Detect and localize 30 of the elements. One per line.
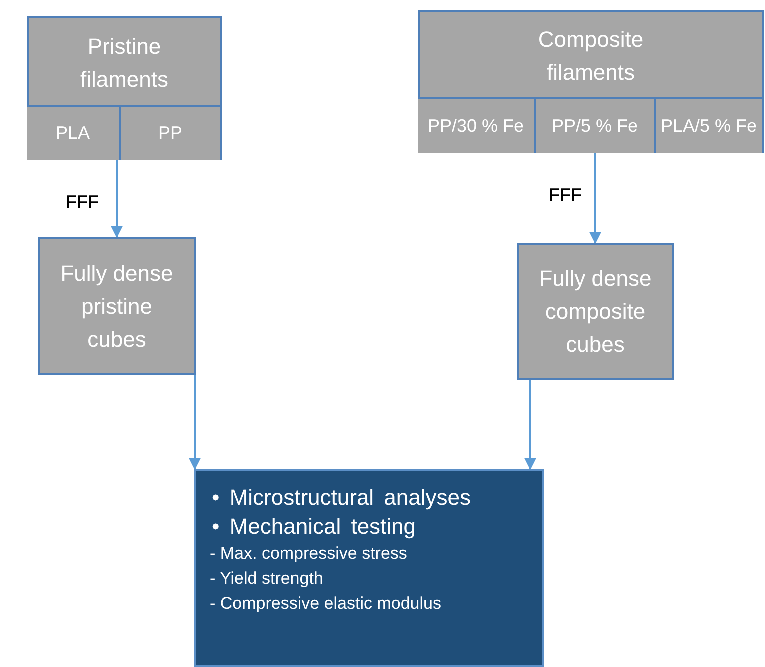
- cell-text: PP/5 % Fe: [552, 114, 638, 138]
- arrow: [524, 380, 536, 470]
- process-box: [38, 237, 196, 375]
- list-item: - Compressive elastic modulus: [210, 593, 442, 615]
- table-cell: [656, 97, 764, 153]
- table-cell: [27, 105, 121, 160]
- table-cell: [121, 105, 222, 160]
- bullet-item: • Microstructural analyses: [212, 484, 472, 512]
- arrow: [111, 160, 123, 238]
- edge-label: FFF: [549, 185, 582, 206]
- cell-text: PLA/5 % Fe: [660, 114, 758, 138]
- cell-text: PP: [158, 122, 182, 145]
- arrow: [189, 375, 201, 470]
- box-text: Fully dense pristine cubes: [60, 260, 174, 354]
- process-box: [27, 16, 222, 160]
- process-box: [517, 243, 674, 380]
- edge-label: FFF: [66, 192, 99, 213]
- process-box: [418, 10, 764, 153]
- cell-text: PP/30 % Fe: [428, 114, 524, 138]
- cell-text: PLA: [56, 122, 90, 145]
- list-item: - Yield strength: [210, 568, 324, 590]
- box-heading: Pristine filaments: [79, 32, 170, 94]
- arrow: [590, 153, 602, 244]
- box-heading: Composite filaments: [537, 26, 645, 86]
- result-box: [194, 469, 544, 667]
- bullet-item: • Mechanical testing: [212, 513, 416, 541]
- table-cell: [418, 97, 536, 153]
- list-item: - Max. compressive stress: [210, 543, 408, 565]
- box-text: Fully dense composite cubes: [538, 265, 653, 359]
- table-cell: [536, 97, 656, 153]
